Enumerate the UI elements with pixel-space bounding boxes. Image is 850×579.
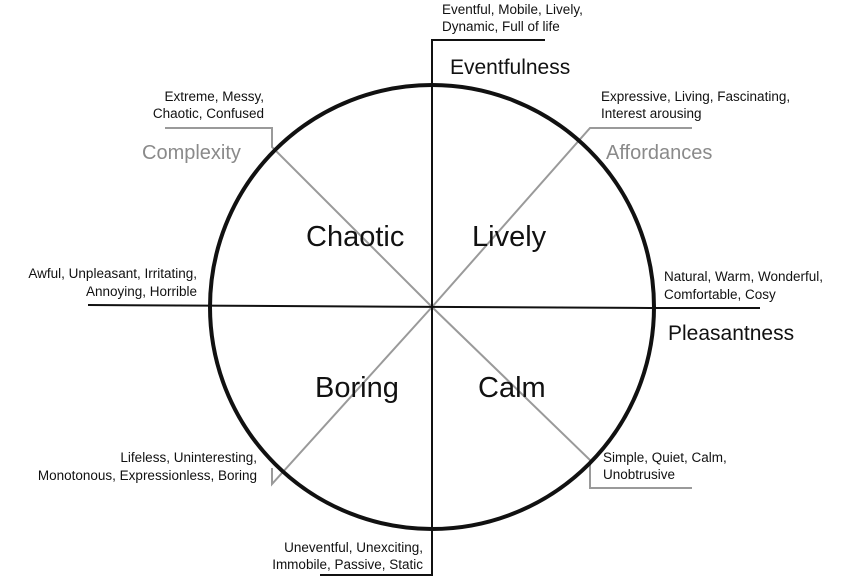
diagonal-lower-right-leader xyxy=(431,306,692,489)
horizontal-axis xyxy=(87,304,760,309)
quadrant-lively-label: Lively xyxy=(472,221,547,253)
descriptor-lower-right: Simple, Quiet, Calm, Unobtrusive xyxy=(603,450,727,482)
descriptor-left-line-2: Annoying, Horrible xyxy=(86,284,197,299)
descriptor-lower-right-line-1: Simple, Quiet, Calm, xyxy=(603,450,727,465)
quadrant-boring-label: Boring xyxy=(315,372,399,404)
descriptor-top-line-1: Eventful, Mobile, Lively, xyxy=(442,2,583,17)
descriptor-upper-right: Expressive, Living, Fascinating, Interes… xyxy=(601,89,790,121)
descriptor-lower-left: Lifeless, Uninteresting, Monotonous, Exp… xyxy=(38,450,257,483)
descriptor-bottom-line-2: Immobile, Passive, Static xyxy=(272,557,423,572)
descriptor-left-line-1: Awful, Unpleasant, Irritating, xyxy=(28,266,197,281)
descriptor-upper-left: Extreme, Messy, Chaotic, Confused xyxy=(153,89,264,121)
diagonal-upper-left-leader xyxy=(165,127,433,308)
complexity-label: Complexity xyxy=(142,142,241,164)
eventfulness-label: Eventfulness xyxy=(450,56,570,79)
diagonal-lower-left-leader xyxy=(271,306,433,487)
descriptor-top: Eventful, Mobile, Lively, Dynamic, Full … xyxy=(442,2,583,34)
diagonal-lines xyxy=(165,127,692,489)
descriptor-right: Natural, Warm, Wonderful, Comfortable, C… xyxy=(664,269,823,302)
pleasantness-label: Pleasantness xyxy=(668,322,794,345)
axis-lines xyxy=(87,39,760,576)
descriptor-left: Awful, Unpleasant, Irritating, Annoying,… xyxy=(28,266,197,299)
vertical-axis xyxy=(431,39,545,531)
descriptor-upper-right-line-1: Expressive, Living, Fascinating, xyxy=(601,89,790,104)
descriptor-right-line-1: Natural, Warm, Wonderful, xyxy=(664,269,823,284)
descriptor-upper-left-line-1: Extreme, Messy, xyxy=(164,89,264,104)
quadrant-chaotic-label: Chaotic xyxy=(306,221,404,253)
descriptor-upper-right-line-2: Interest arousing xyxy=(601,106,702,121)
descriptor-right-line-2: Comfortable, Cosy xyxy=(664,287,776,302)
descriptor-top-line-2: Dynamic, Full of life xyxy=(442,19,560,34)
quadrant-calm-label: Calm xyxy=(478,372,546,404)
diagonal-upper-right-leader xyxy=(431,127,692,308)
affordances-label: Affordances xyxy=(606,142,712,164)
descriptor-upper-left-line-2: Chaotic, Confused xyxy=(153,106,264,121)
descriptor-lower-left-line-1: Lifeless, Uninteresting, xyxy=(120,450,257,465)
descriptor-lower-left-line-2: Monotonous, Expressionless, Boring xyxy=(38,468,257,483)
descriptor-bottom-line-1: Uneventful, Unexciting, xyxy=(284,540,423,555)
descriptor-lower-right-line-2: Unobtrusive xyxy=(603,467,675,482)
vertical-axis-bottom-leader xyxy=(320,531,433,576)
descriptor-bottom: Uneventful, Unexciting, Immobile, Passiv… xyxy=(272,540,423,572)
